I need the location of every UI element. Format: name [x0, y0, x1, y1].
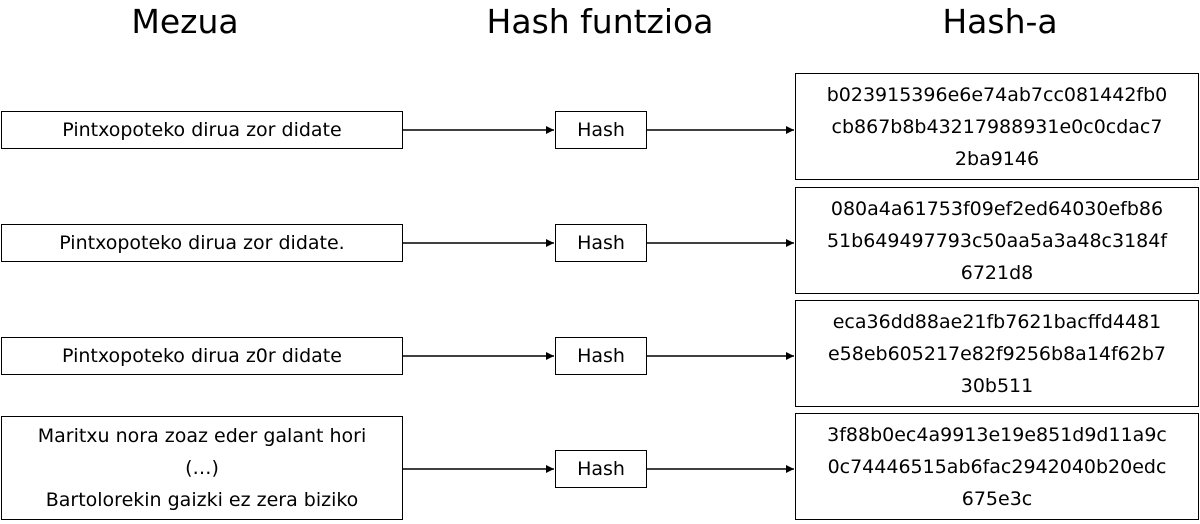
message-text: Bartolorekin gaizki ez zera biziko — [45, 489, 359, 511]
hash-output-line: 6721d8 — [960, 261, 1034, 284]
message-text: (…) — [185, 457, 219, 479]
message-box: Pintxopoteko dirua z0r didate — [1, 337, 403, 375]
hash-output-line: 2ba9146 — [954, 147, 1040, 170]
message-text: Pintxopoteko dirua zor didate. — [59, 232, 345, 254]
column-header-hash-function: Hash funtzioa — [486, 2, 714, 41]
hash-function-box: Hash — [555, 337, 647, 375]
hash-function-box: Hash — [555, 224, 647, 262]
hash-function-label: Hash — [577, 119, 625, 141]
hash-output-line: 51b649497793c50aa5a3a48c3184f — [826, 229, 1168, 252]
hash-output-box: eca36dd88ae21fb7621bacffd4481 e58eb60521… — [795, 300, 1199, 407]
column-header-hash-output: Hash-a — [942, 2, 1058, 41]
message-box: Maritxu nora zoaz eder galant hori (…) B… — [1, 416, 403, 520]
hash-output-box: b023915396e6e74ab7cc081442fb0 cb867b8b43… — [795, 73, 1199, 180]
message-text: Pintxopoteko dirua zor didate — [62, 119, 342, 141]
message-box: Pintxopoteko dirua zor didate — [1, 111, 403, 149]
hash-output-line: 675e3c — [961, 487, 1033, 510]
hash-output-line: 080a4a61753f09ef2ed64030efb86 — [830, 197, 1164, 220]
hash-output-box: 080a4a61753f09ef2ed64030efb86 51b6494977… — [795, 187, 1199, 294]
hash-function-box: Hash — [555, 111, 647, 149]
hash-output-line: cb867b8b43217988931e0c0cdac7 — [831, 115, 1163, 138]
hash-function-label: Hash — [577, 232, 625, 254]
message-text: Pintxopoteko dirua z0r didate — [62, 345, 342, 367]
hash-function-label: Hash — [577, 458, 625, 480]
hash-output-line: 3f88b0ec4a9913e19e851d9d11a9c — [827, 423, 1167, 446]
hash-function-box: Hash — [555, 450, 647, 488]
hash-output-line: e58eb605217e82f9256b8a14f62b7 — [827, 342, 1167, 365]
hash-output-line: b023915396e6e74ab7cc081442fb0 — [826, 83, 1168, 106]
message-box: Pintxopoteko dirua zor didate. — [1, 224, 403, 262]
hash-output-line: 30b511 — [960, 374, 1034, 397]
hash-output-box: 3f88b0ec4a9913e19e851d9d11a9c 0c74446515… — [795, 413, 1199, 520]
hash-output-line: 0c74446515ab6fac2942040b20edc — [827, 455, 1167, 478]
hash-function-label: Hash — [577, 345, 625, 367]
message-text: Maritxu nora zoaz eder galant hori — [37, 425, 367, 447]
hash-output-line: eca36dd88ae21fb7621bacffd4481 — [832, 310, 1162, 333]
column-header-message: Mezua — [131, 2, 239, 41]
